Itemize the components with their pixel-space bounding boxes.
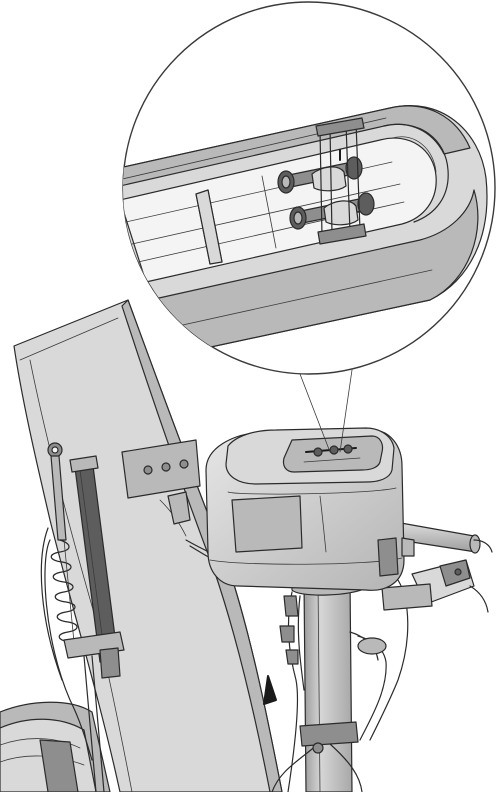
roller-assembly [277,117,375,245]
main-housing [205,427,415,591]
support-pillar [271,556,369,792]
side-arm [381,519,493,613]
backrest-panel [13,299,283,792]
coil-spring [50,539,78,643]
magnified-detail-view [122,1,496,375]
zoom-leader-lines [299,369,353,453]
seat-base [0,701,111,792]
gas-spring-strut [44,442,125,792]
